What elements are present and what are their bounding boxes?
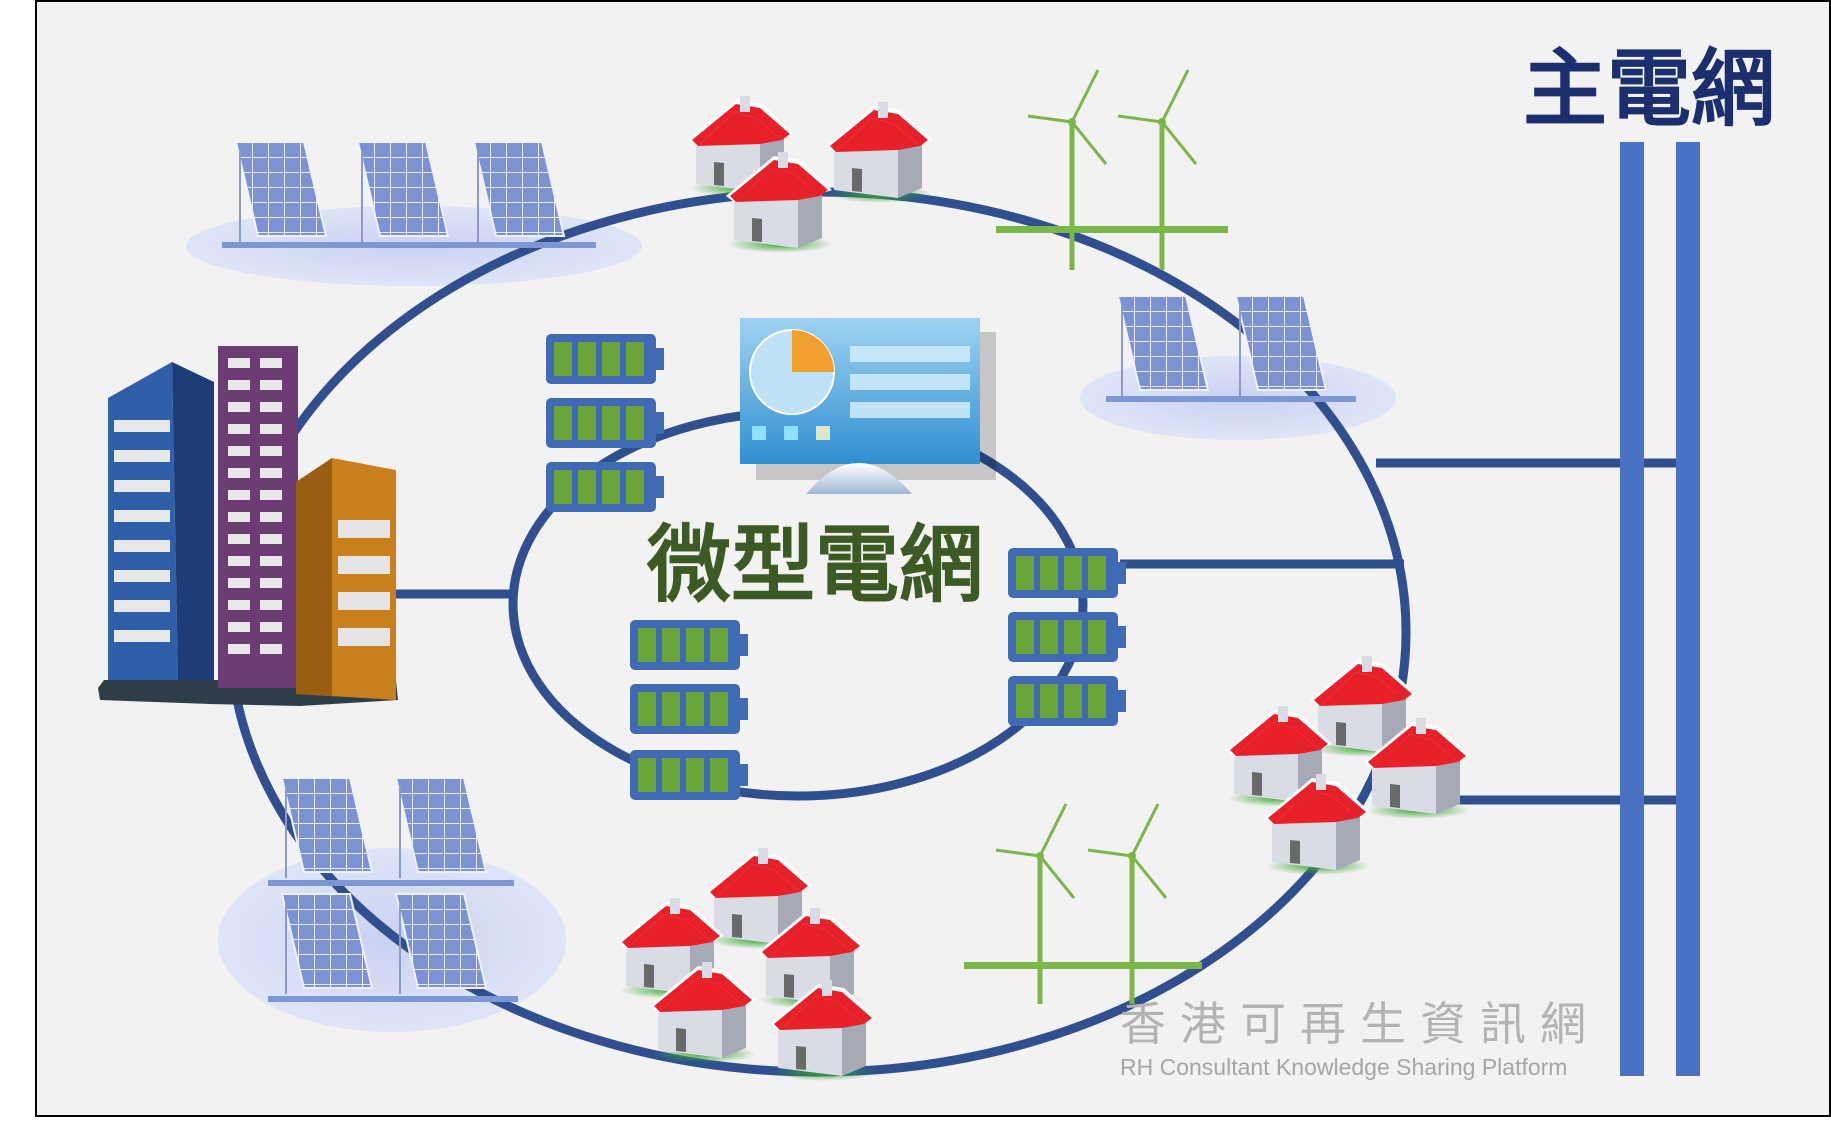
control-monitor-icon — [740, 318, 996, 494]
wind-turbine-icon — [996, 70, 1228, 270]
watermark-chinese: 香港可再生資訊網 — [1120, 997, 1600, 1051]
solar-panel-icon — [1106, 295, 1356, 402]
main-grid-label: 主電網 — [1523, 40, 1775, 138]
solar-panel-icon — [222, 141, 596, 248]
main-grid-bus-left — [1620, 142, 1644, 1076]
battery-icon — [1008, 548, 1126, 726]
battery-icon — [546, 334, 664, 512]
solar-panel-icon — [268, 777, 518, 1002]
main-grid-bus-right — [1676, 142, 1700, 1076]
microgrid-label: 微型電網 — [646, 516, 983, 614]
watermark-english: RH Consultant Knowledge Sharing Platform — [1120, 1054, 1567, 1080]
wind-turbine-icon — [964, 804, 1202, 1004]
battery-icon — [630, 620, 748, 800]
building-icon — [98, 346, 398, 706]
